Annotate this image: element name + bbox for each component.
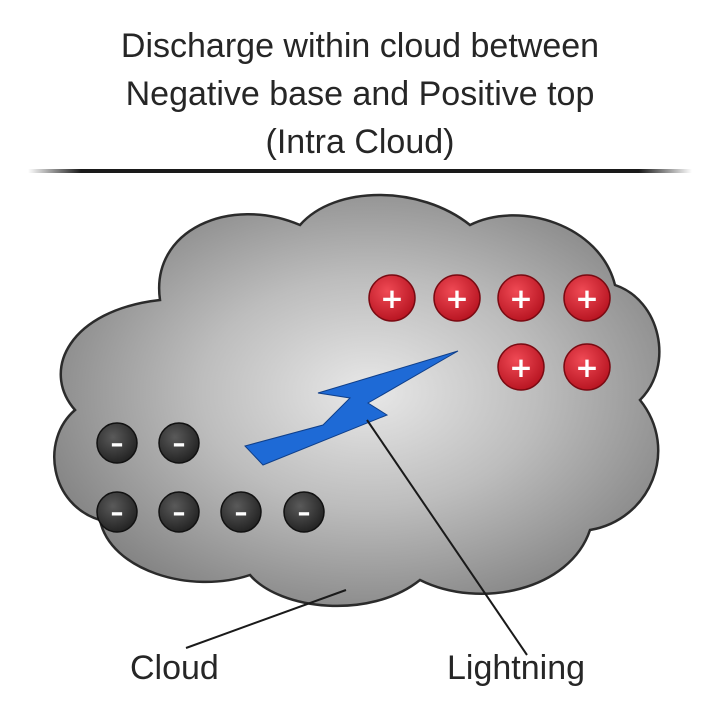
- negative-charges: – – – – – –: [96, 422, 325, 533]
- title-line-1: Discharge within cloud between: [120, 27, 600, 65]
- negative-sign: –: [111, 429, 124, 459]
- negative-sign: –: [111, 498, 124, 528]
- negative-sign: –: [173, 498, 186, 528]
- cloud-leader-line: [185, 589, 347, 649]
- negative-charge: –: [158, 491, 200, 533]
- positive-sign: +: [445, 282, 468, 315]
- negative-charge: –: [220, 491, 262, 533]
- positive-charges: + + + + + +: [368, 274, 611, 391]
- negative-charge: –: [96, 491, 138, 533]
- title-line-3: (Intra Cloud): [265, 123, 455, 161]
- negative-sign: –: [235, 498, 248, 528]
- cloud-label: Cloud: [130, 649, 219, 687]
- negative-charge: –: [96, 422, 138, 464]
- lightning-bolt: [244, 350, 459, 466]
- diagram-title: Discharge within cloud between Negative …: [0, 22, 720, 166]
- positive-charge: +: [563, 274, 611, 322]
- negative-charge: –: [158, 422, 200, 464]
- positive-charge: +: [433, 274, 481, 322]
- positive-sign: +: [509, 351, 532, 384]
- positive-charge: +: [497, 274, 545, 322]
- positive-sign: +: [575, 351, 598, 384]
- positive-charge: +: [497, 343, 545, 391]
- positive-sign: +: [575, 282, 598, 315]
- negative-sign: –: [298, 498, 311, 528]
- positive-charge: +: [368, 274, 416, 322]
- positive-charge: +: [563, 343, 611, 391]
- lightning-leader-line: [366, 419, 528, 656]
- positive-sign: +: [380, 282, 403, 315]
- positive-sign: +: [509, 282, 532, 315]
- title-divider: [28, 169, 692, 173]
- title-line-2: Negative base and Positive top: [125, 75, 595, 113]
- negative-sign: –: [173, 429, 186, 459]
- negative-charge: –: [283, 491, 325, 533]
- lightning-label: Lightning: [447, 649, 586, 687]
